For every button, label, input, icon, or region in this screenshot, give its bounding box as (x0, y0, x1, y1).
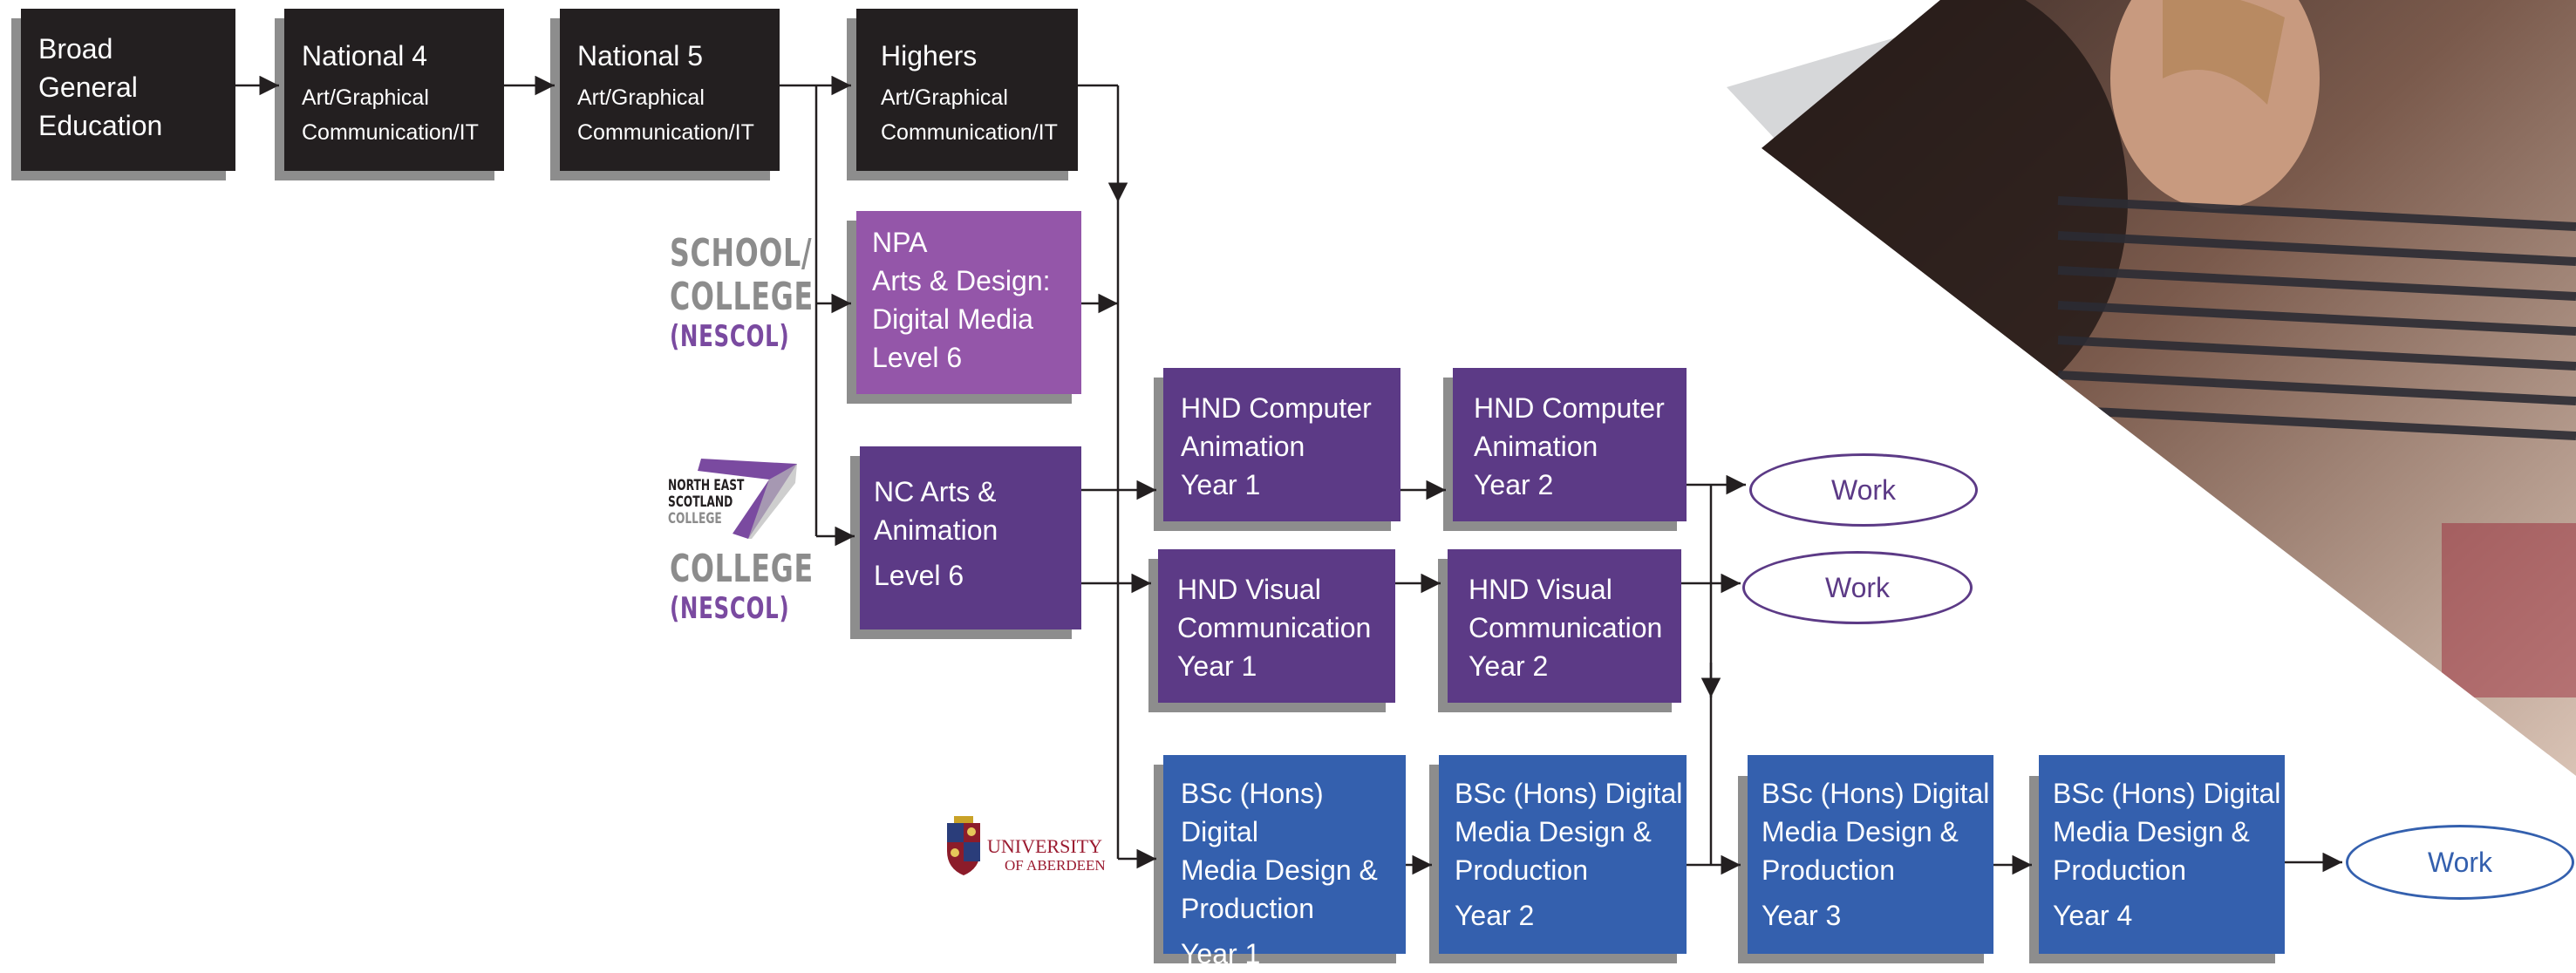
nc-line-1: NC Arts & (874, 476, 997, 507)
hnd-ca2-line-1: HND Computer (1474, 392, 1665, 424)
bsc3-line-1: BSc (Hons) Digital (1762, 778, 1990, 809)
national-5-sub-2: Communication/IT (577, 120, 754, 145)
national-4-sub-1: Art/Graphical (302, 85, 429, 110)
university-of-aberdeen-logo: UNIVERSITY OF ABERDEEN (944, 814, 1109, 881)
students-photo (1727, 0, 2576, 776)
bge-line-3: Education (38, 110, 163, 141)
aberdeen-logo-line-2: OF ABERDEEN (1005, 857, 1106, 874)
hnd-visual-communication-year-1-box: HND Visual Communication Year 1 (1148, 549, 1395, 712)
work-outcome-computer-animation: Work (1749, 453, 1978, 527)
bsc3-line-4: Year 3 (1762, 900, 1842, 931)
work-outcome-visual-communication: Work (1742, 551, 1973, 624)
bsc1-line-1: BSc (Hons) Digital (1181, 778, 1324, 847)
npa-line-2: Arts & Design: (872, 265, 1051, 296)
highers-sub-1: Art/Graphical (881, 85, 1008, 110)
bsc-year-3-box: BSc (Hons) Digital Media Design & Produc… (1738, 755, 1993, 963)
nc-line-3: Level 6 (874, 560, 964, 591)
bsc4-line-2: Media Design & (2053, 816, 2250, 847)
hnd-ca1-line-1: HND Computer (1181, 392, 1372, 424)
npa-digital-media-box: NPA Arts & Design: Digital Media Level 6 (847, 211, 1081, 404)
npa-line-4: Level 6 (872, 342, 963, 373)
bsc-year-2-box: BSc (Hons) Digital Media Design & Produc… (1429, 755, 1687, 963)
hnd-ca1-line-2: Animation (1181, 431, 1305, 462)
school-college-line-3: (NESCOL) (670, 319, 790, 354)
bsc-year-1-box: BSc (Hons) Digital Media Design & Produc… (1154, 755, 1406, 970)
hnd-computer-animation-year-1-box: HND Computer Animation Year 1 (1154, 368, 1400, 531)
bsc4-line-4: Year 4 (2053, 900, 2133, 931)
hnd-vc2-line-1: HND Visual (1469, 574, 1612, 605)
work-outcome-degree: Work (2346, 825, 2574, 900)
hnd-vc1-line-2: Communication (1177, 612, 1372, 643)
hnd-vc1-line-3: Year 1 (1177, 650, 1257, 682)
npa-line-1: NPA (872, 227, 928, 258)
national-5-title: National 5 (577, 40, 704, 71)
college-line-2: (NESCOL) (670, 591, 790, 626)
npa-line-3: Digital Media (872, 303, 1033, 335)
bsc2-line-3: Production (1455, 854, 1588, 886)
highers-sub-2: Communication/IT (881, 120, 1058, 145)
hnd-vc2-line-2: Communication (1469, 612, 1663, 643)
bsc1-line-2: Media Design & (1181, 854, 1378, 886)
nescol-logo-line-2: SCOTLAND (668, 493, 733, 511)
national-4-sub-2: Communication/IT (302, 120, 479, 145)
bge-line-2: General (38, 71, 138, 103)
bsc3-line-3: Production (1762, 854, 1895, 886)
nescol-logo: NORTH EAST SCOTLAND COLLEGE (666, 459, 797, 539)
bge-line-1: Broad (38, 33, 113, 65)
college-label: COLLEGE (NESCOL) (670, 547, 814, 627)
aberdeen-logo-line-1: UNIVERSITY (987, 835, 1102, 857)
hnd-ca2-line-2: Animation (1474, 431, 1598, 462)
bsc-year-4-box: BSc (Hons) Digital Media Design & Produc… (2029, 755, 2285, 963)
nescol-logo-line-1: NORTH EAST (668, 477, 745, 494)
school-college-line-2: COLLEGE (670, 275, 814, 319)
hnd-vc2-line-3: Year 2 (1469, 650, 1549, 682)
highers-box: Highers Art/Graphical Communication/IT (847, 9, 1078, 180)
hnd-vc1-line-1: HND Visual (1177, 574, 1321, 605)
national-4-box: National 4 Art/Graphical Communication/I… (275, 9, 504, 180)
bsc3-line-2: Media Design & (1762, 816, 1959, 847)
bsc1-line-4: Year 1 (1181, 938, 1261, 970)
nescol-logo-line-3: COLLEGE (668, 510, 722, 527)
nc-arts-animation-box: NC Arts & Animation Level 6 (850, 446, 1081, 639)
bsc2-line-1: BSc (Hons) Digital (1455, 778, 1683, 809)
school-college-line-1: SCHOOL/ (670, 231, 813, 276)
hnd-ca1-line-3: Year 1 (1181, 469, 1261, 500)
aberdeen-crest-icon (947, 816, 980, 875)
bsc1-line-3: Production (1181, 893, 1314, 924)
nc-line-2: Animation (874, 514, 998, 546)
national-5-box: National 5 Art/Graphical Communication/I… (550, 9, 780, 180)
bsc4-line-3: Production (2053, 854, 2186, 886)
highers-title: Highers (881, 40, 978, 71)
college-line-1: COLLEGE (670, 547, 814, 591)
hnd-visual-communication-year-2-box: HND Visual Communication Year 2 (1438, 549, 1681, 712)
hnd-ca2-line-3: Year 2 (1474, 469, 1554, 500)
hnd-computer-animation-year-2-box: HND Computer Animation Year 2 (1443, 368, 1687, 531)
school-college-label: SCHOOL/ COLLEGE (NESCOL) (670, 231, 814, 355)
bsc4-line-1: BSc (Hons) Digital (2053, 778, 2281, 809)
national-5-sub-1: Art/Graphical (577, 85, 705, 110)
bsc2-line-2: Media Design & (1455, 816, 1652, 847)
national-4-title: National 4 (302, 40, 428, 71)
bsc2-line-4: Year 2 (1455, 900, 1535, 931)
broad-general-education-box: Broad General Education (11, 9, 235, 180)
nescol-logo-mark (698, 459, 797, 539)
